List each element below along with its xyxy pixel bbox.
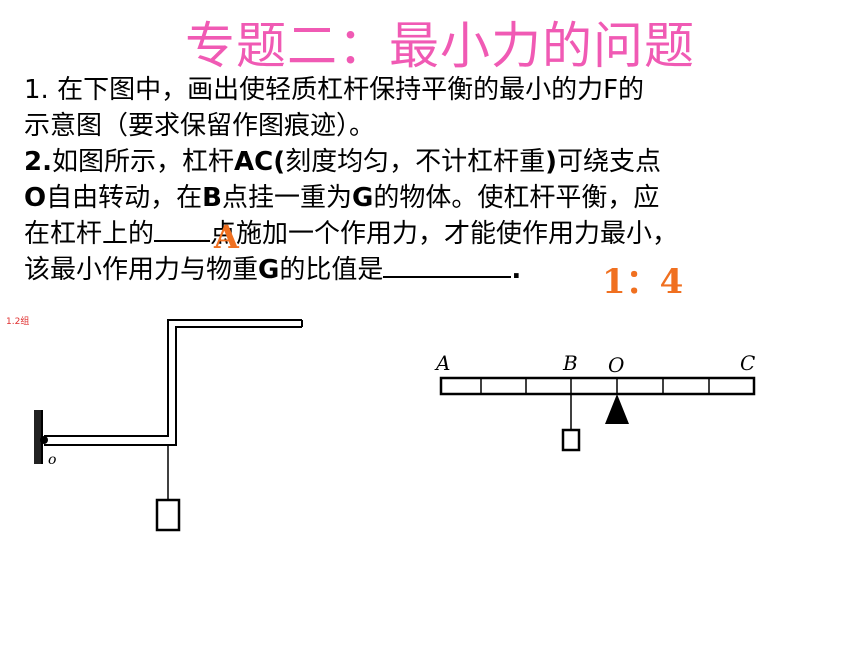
q2-g-label: G <box>351 183 374 213</box>
small-note: 1.2组 <box>6 317 30 327</box>
page-title: 专题二：最小力的问题 <box>185 17 695 75</box>
q2-number: 2. <box>24 147 52 177</box>
hanging-weight <box>155 498 181 532</box>
hanging-weight <box>561 428 581 452</box>
figure-2-straight-lever: A B O C <box>434 351 756 452</box>
question-2-line4: 该最小作用力与物重G的比值是. <box>24 252 854 288</box>
q2-g-label: G <box>258 255 280 285</box>
lever-inner <box>44 326 302 446</box>
answer-blank-2 <box>383 252 512 278</box>
fulcrum-triangle <box>605 394 629 424</box>
q2-text: 的比值是 <box>279 255 384 285</box>
q2-text: 的物体。使杠杆平衡，应 <box>373 183 660 213</box>
question-1-line1: 1. 在下图中，画出使轻质杠杆保持平衡的最小的力F的 <box>24 75 645 105</box>
q2-b-label: B <box>202 183 222 213</box>
pivot-label-o: o <box>48 452 56 468</box>
q2-text: 可绕支点 <box>556 147 661 177</box>
label-c: C <box>740 351 755 375</box>
wall-hatch <box>34 410 42 464</box>
pivot-o <box>40 436 48 444</box>
question-1: 1. 在下图中，画出使轻质杠杆保持平衡的最小的力F的 示意图（要求保留作图痕迹）… <box>24 72 854 144</box>
question-2-line1: 2.如图所示，杠杆AC(刻度均匀，不计杠杆重)可绕支点 <box>24 144 854 180</box>
label-a: A <box>434 351 450 375</box>
q2-text: . <box>511 255 522 285</box>
q2-text: 刻度均匀，不计杠杆重 <box>285 147 546 177</box>
label-o: O <box>608 353 624 377</box>
question-2-line3: 在杠杆上的 点施加一个作用力，才能使作用力最小， <box>24 216 854 252</box>
label-b: B <box>562 351 578 375</box>
answer-ratio: 1：4 <box>602 262 684 302</box>
question-2-line2: O自由转动，在B点挂一重为G的物体。使杠杆平衡，应 <box>24 180 854 216</box>
q2-text: 该最小作用力与物重 <box>24 255 259 285</box>
lever-bar <box>439 376 756 396</box>
question-1-line2: 示意图（要求保留作图痕迹）。 <box>24 111 376 141</box>
q2-text: ) <box>545 147 557 177</box>
q2-text: 点施加一个作用力，才能使作用力最小， <box>210 219 679 249</box>
q2-text: 如图所示，杠杆 <box>51 147 234 177</box>
q2-o-label: O <box>24 183 47 213</box>
q2-ac-label: AC( <box>233 147 286 177</box>
q2-text: 在杠杆上的 <box>24 219 155 249</box>
q2-text: 自由转动，在 <box>46 183 203 213</box>
lever-outer <box>44 319 302 437</box>
answer-blank-1 <box>154 216 211 242</box>
figure-1-bent-lever: o <box>34 319 303 532</box>
answer-point: A <box>214 218 239 256</box>
question-2: 2.如图所示，杠杆AC(刻度均匀，不计杠杆重)可绕支点 O自由转动，在B点挂一重… <box>24 144 854 288</box>
q2-text: 点挂一重为 <box>221 183 352 213</box>
